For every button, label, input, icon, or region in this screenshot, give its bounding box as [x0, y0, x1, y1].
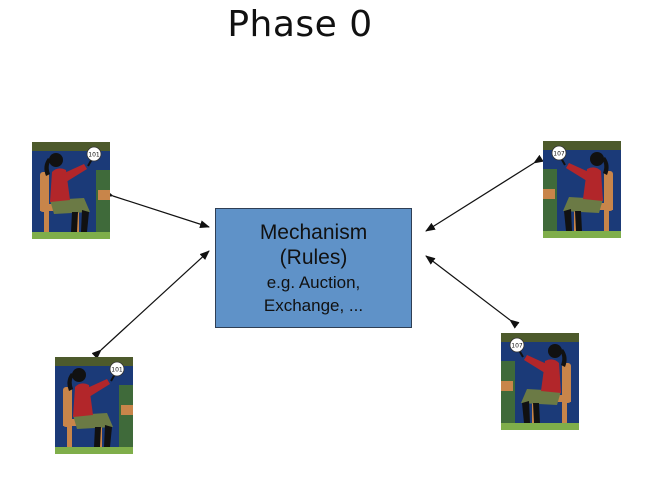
mechanism-example-line2: Exchange, ...	[263, 296, 364, 315]
paddle-number: 101	[111, 367, 123, 374]
arrow-top-right	[425, 154, 544, 232]
paddle-number: 107	[511, 343, 523, 350]
bidder-with-paddle-icon: 101	[32, 142, 110, 239]
arrow-bottom-right	[425, 255, 520, 329]
paddle-number: 107	[553, 151, 565, 158]
agent-bottom-right: 107	[501, 333, 579, 430]
bidder-with-paddle-icon: 107	[501, 333, 579, 430]
mechanism-example-line1: e.g. Auction,	[266, 273, 361, 292]
paddle-number: 101	[88, 152, 100, 159]
bidder-with-paddle-icon: 101	[55, 357, 133, 454]
page-title: Phase 0	[227, 4, 373, 45]
bidder-with-paddle-icon: 107	[543, 141, 621, 238]
arrow-top-left	[103, 189, 210, 229]
agent-bottom-left: 101	[55, 357, 133, 454]
mechanism-name: Mechanism	[259, 221, 368, 244]
agent-top-left: 101	[32, 142, 110, 239]
mechanism-rules: (Rules)	[279, 246, 348, 269]
mechanism-box: Mechanism (Rules) e.g. Auction, Exchange…	[215, 208, 412, 328]
arrow-bottom-left	[91, 250, 210, 360]
agent-top-right: 107	[543, 141, 621, 238]
